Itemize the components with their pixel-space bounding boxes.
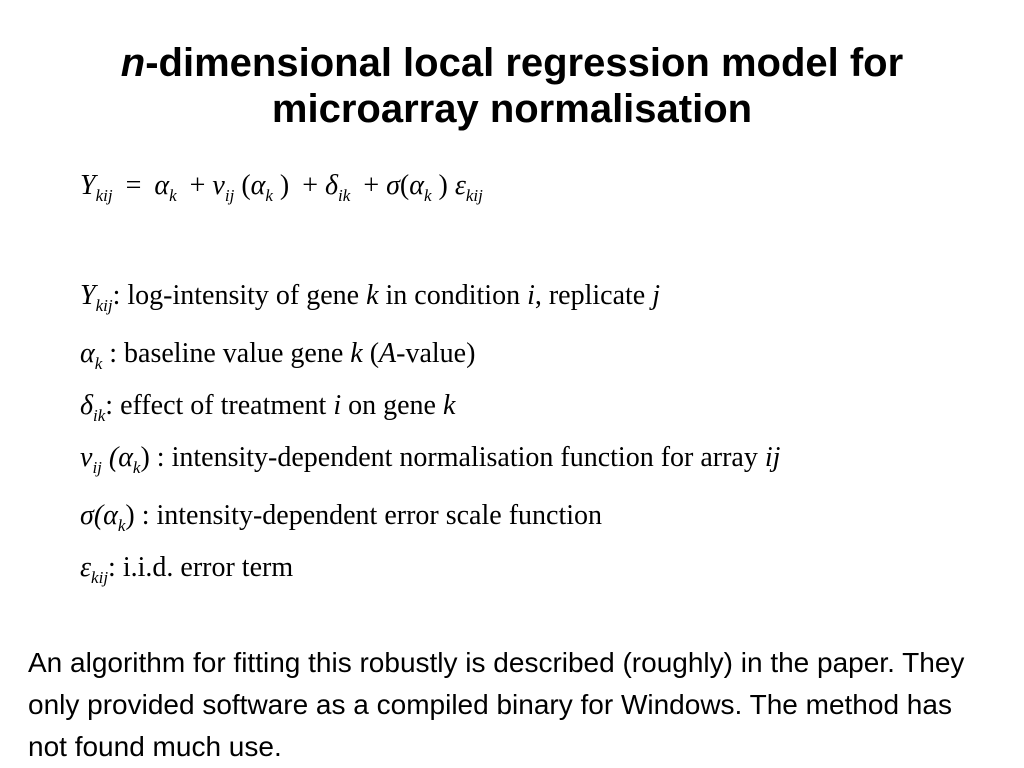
footer-note: An algorithm for fitting this robustly i… xyxy=(28,647,965,762)
definition-row-sigma: σ(αk) : intensity-dependent error scale … xyxy=(80,500,602,535)
title-italic-n: n xyxy=(120,41,146,85)
definition-row-y: Ykij: log-intensity of gene k in conditi… xyxy=(80,280,661,315)
definition-row-nu: νij (αk) : intensity-dependent normalisa… xyxy=(80,442,781,477)
definition-row-alpha: αk : baseline value gene k (A-value) xyxy=(80,338,476,373)
title-line2: microarray normalisation xyxy=(271,87,753,131)
definition-row-delta: δik: effect of treatment i on gene k xyxy=(80,390,456,425)
definition-row-epsilon: εkij: i.i.d. error term xyxy=(80,552,294,587)
title-line1: -dimensional local regression model for xyxy=(145,41,904,85)
model-equation: Ykij = αk + νij (αk ) + δik + σ(αk ) εki… xyxy=(80,170,483,205)
slide-title: n-dimensional local regression model for… xyxy=(0,40,1024,132)
